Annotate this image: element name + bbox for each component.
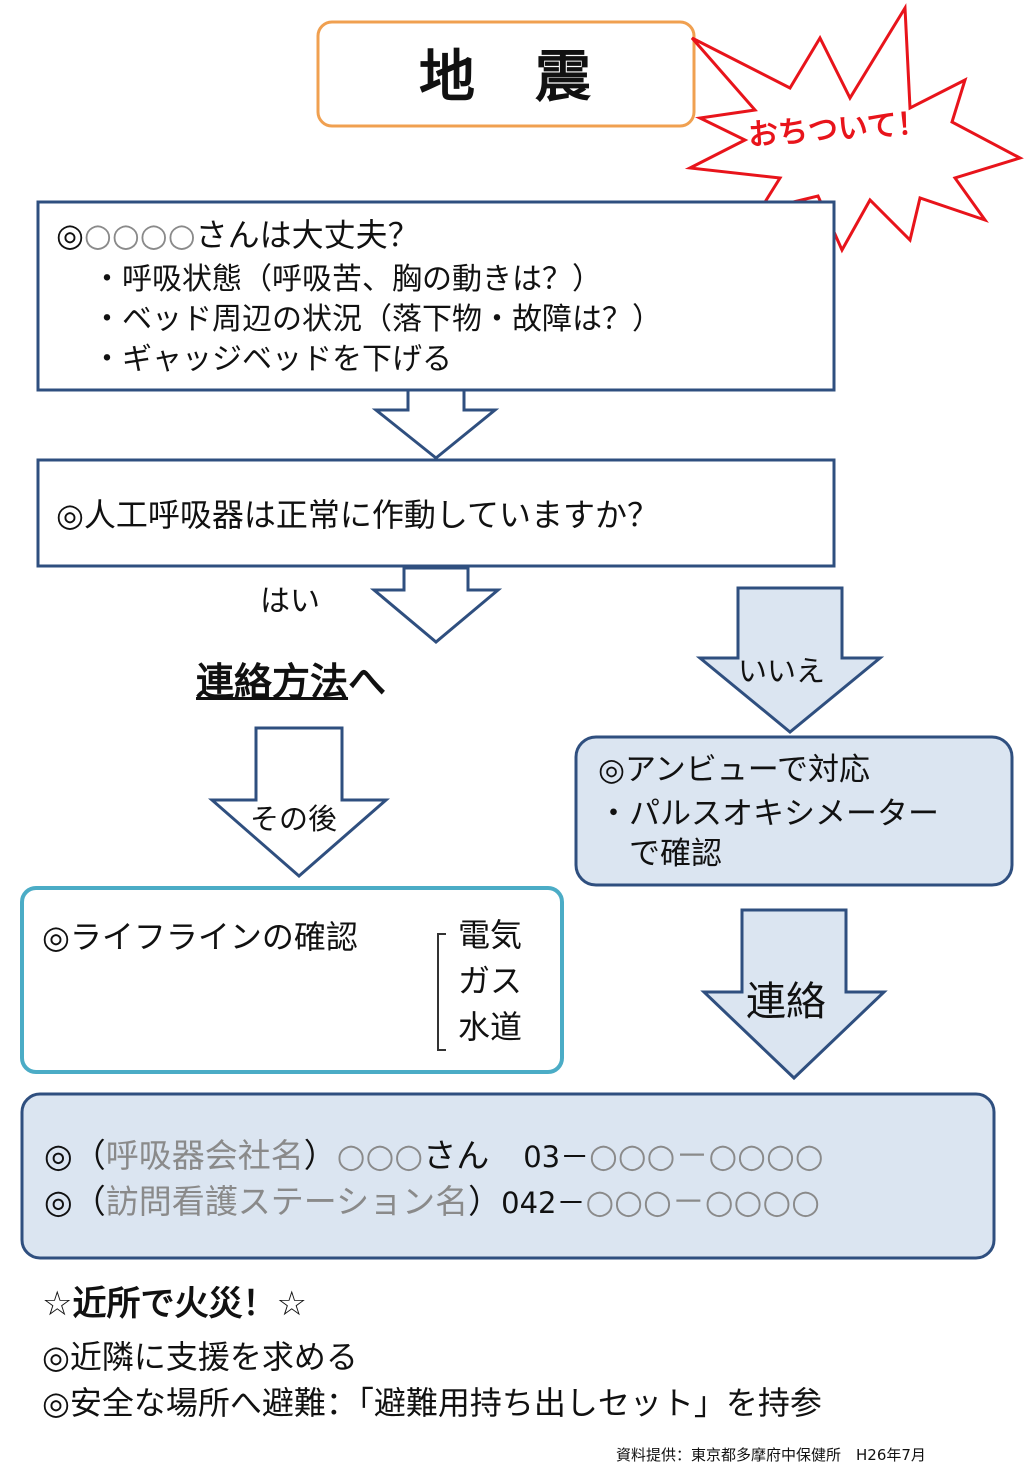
box1-item-1: ・呼吸状態（呼吸苦、胸の動きは？） <box>92 262 602 297</box>
contact-label: 連絡 <box>746 979 826 1025</box>
box1-name-placeholder: ○○○○ <box>83 216 196 254</box>
fire-line-1: ◎近隣に支援を求める <box>42 1338 358 1376</box>
contact-method-suffix: へ <box>348 660 387 704</box>
box1-item-3: ・ギャッジベッドを下げる <box>92 342 452 377</box>
arrow-down-1 <box>371 388 500 460</box>
lifeline-item-gas: ガス <box>458 962 523 1000</box>
box2-question: ◎人工呼吸器は正常に作動していますか？ <box>56 496 659 534</box>
box2-frame <box>36 458 836 568</box>
ambu-line-2: ・パルスオキシメーター <box>598 796 939 832</box>
ambu-box-frame <box>574 735 1014 887</box>
lifeline-box-frame <box>20 886 564 1074</box>
burst-shape <box>684 3 1024 254</box>
after-label: その後 <box>250 802 338 836</box>
contact-1-phone-prefix: 03－ <box>523 1140 590 1174</box>
contact-2-phone-rest: ○○○－○○○○ <box>585 1182 821 1221</box>
box1-question: ◎○○○○さんは大丈夫？ <box>56 216 420 254</box>
contact-1-honorific: さん <box>423 1136 490 1175</box>
fire-line-2: ◎安全な場所へ避難：「避難用持ち出しセット」を持参 <box>42 1384 822 1422</box>
title-box <box>316 20 696 128</box>
page-title: 地 震 <box>419 45 593 110</box>
contact-1-prefix: ◎（ <box>44 1136 106 1175</box>
lifeline-item-water: 水道 <box>458 1008 523 1046</box>
arrow-no <box>695 586 885 734</box>
box1-question-suffix: さんは大丈夫？ <box>195 216 420 254</box>
no-label: いいえ <box>738 654 826 688</box>
box1-frame <box>36 200 836 392</box>
lifeline-bracket <box>437 933 446 1051</box>
lifeline-item-electric: 電気 <box>458 916 523 954</box>
contact-2-phone-prefix: 042－ <box>501 1186 586 1220</box>
contact-1-mid: ） <box>303 1136 337 1175</box>
contact-1-name: 呼吸器会社名 <box>105 1136 304 1175</box>
ambu-line-1: ◎アンビューで対応 <box>598 752 870 788</box>
contact-method-text: 連絡方法 <box>196 660 349 704</box>
contact-box-frame <box>20 1092 996 1260</box>
lifeline-label: ◎ライフラインの確認 <box>42 918 358 956</box>
contact-2-mid: ） <box>468 1182 502 1221</box>
fire-heading: ☆近所で火災！☆ <box>42 1284 307 1324</box>
contact-1-phone-rest: ○○○－○○○○ <box>589 1136 824 1175</box>
yes-label: はい <box>260 584 320 619</box>
contact-method-link[interactable]: 連絡方法へ <box>196 660 386 706</box>
source-note: 資料提供：東京都多摩府中保健所 H26年7月 <box>616 1446 926 1464</box>
box1-prefix: ◎ <box>56 216 84 254</box>
box1-item-2: ・ベッド周辺の状況（落下物・故障は？） <box>92 302 662 337</box>
contact-row-2: ◎（訪問看護ステーション名）042－○○○－○○○○ <box>44 1182 820 1222</box>
contact-1-person: ○○○ <box>336 1136 424 1175</box>
contact-2-name: 訪問看護ステーション名 <box>105 1182 469 1221</box>
contact-2-prefix: ◎（ <box>44 1182 106 1221</box>
arrow-contact <box>700 908 888 1081</box>
ambu-line-3: で確認 <box>598 836 722 872</box>
contact-row-1: ◎（呼吸器会社名）○○○さん 03－○○○－○○○○ <box>44 1136 824 1176</box>
arrow-after <box>208 726 390 878</box>
arrow-yes <box>369 566 503 644</box>
